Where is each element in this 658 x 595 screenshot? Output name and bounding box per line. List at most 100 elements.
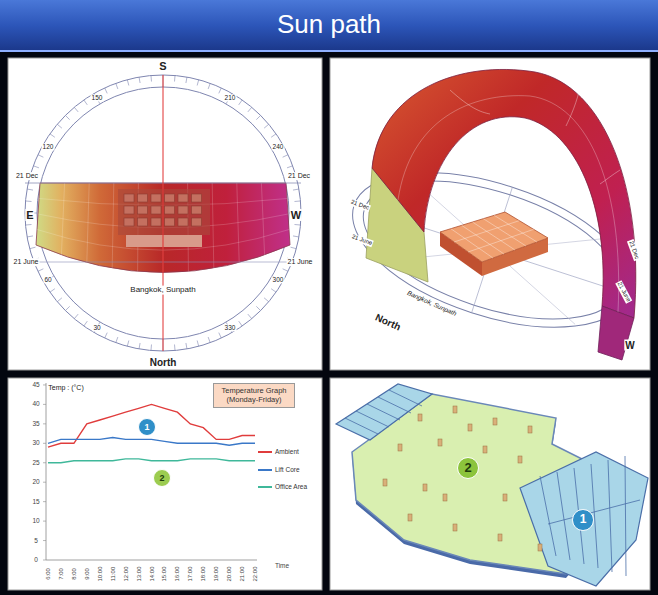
compass-tick — [50, 289, 55, 292]
column — [418, 414, 422, 421]
dome-grid — [600, 170, 620, 184]
sunpath-dome — [372, 69, 636, 318]
compass-tick — [84, 100, 87, 105]
room-block — [151, 206, 161, 214]
room-block — [192, 194, 202, 202]
column — [453, 406, 457, 413]
room-block — [151, 194, 161, 202]
compass-tick — [150, 344, 152, 350]
axis-ticks — [43, 385, 46, 560]
series-line — [48, 404, 255, 447]
partition-wall — [378, 397, 411, 413]
axis-label: 5 — [34, 537, 38, 544]
column — [438, 439, 442, 446]
axis-label: 20 — [32, 479, 39, 486]
column — [453, 524, 457, 531]
axis-tick — [43, 384, 46, 385]
compass-tick — [26, 200, 32, 202]
legend-line — [258, 486, 272, 488]
compass-tick — [26, 224, 32, 226]
room-block — [138, 194, 148, 202]
x-axis — [46, 560, 257, 561]
column — [423, 484, 427, 491]
axis-label: 25 — [32, 459, 39, 466]
diagram-label: S — [158, 60, 167, 72]
diagram-label: 30 — [92, 324, 101, 331]
diagram-label: 150 — [91, 94, 104, 101]
partitions — [345, 390, 640, 576]
compass-tick — [116, 337, 118, 343]
axis-label: 6:00 — [45, 568, 52, 580]
sunpath-plan — [25, 75, 301, 351]
diagram-label: W — [290, 209, 302, 221]
column — [503, 494, 507, 501]
compass-ticks — [25, 75, 301, 351]
box-text: Temperature Graph (Monday-Friday) — [217, 387, 291, 404]
partition-wall — [389, 390, 422, 406]
column — [538, 544, 542, 551]
axis-label: 15 — [32, 498, 39, 505]
axis-label: 16:00 — [174, 566, 181, 581]
wing-rooms — [520, 452, 648, 586]
axis-label: 10:00 — [96, 566, 103, 581]
series-line — [48, 438, 255, 446]
legend-text: Ambient — [275, 448, 299, 455]
compass-tick — [38, 155, 43, 158]
column — [518, 456, 522, 463]
legend-text: Office Area — [275, 483, 307, 490]
building-3d — [440, 212, 548, 262]
axis-label: 11:00 — [109, 567, 116, 582]
compass-tick — [65, 306, 69, 310]
callout-text: 2 — [159, 473, 164, 483]
compass-tick — [57, 124, 62, 128]
compass-tick — [264, 124, 269, 128]
compass-tick — [139, 343, 140, 349]
floor-plan — [336, 384, 648, 586]
room-block — [124, 194, 134, 202]
axis-label: 17:00 — [187, 566, 194, 581]
building-grid-line — [454, 221, 519, 242]
room-block — [165, 206, 175, 214]
axis-tick — [43, 501, 46, 502]
compass-tick — [219, 88, 222, 93]
axis-label: 13:00 — [135, 566, 142, 581]
compass-tick — [74, 314, 78, 319]
axis-tick — [43, 540, 46, 541]
compass-tick — [174, 76, 176, 82]
compass-tick — [127, 341, 129, 347]
axis-label: 12:00 — [122, 566, 129, 581]
diagram-label: 300 — [272, 276, 285, 283]
compass-tick — [139, 77, 140, 83]
compass-tick — [294, 224, 300, 226]
compass-tick — [219, 333, 222, 338]
axis-label: 14:00 — [148, 566, 155, 581]
header-band — [0, 0, 658, 52]
compass-tick — [27, 189, 33, 190]
wing-rooms — [336, 384, 432, 440]
building-grid-line — [473, 222, 516, 250]
diagram-label: E — [25, 209, 34, 221]
diagram-label: 60 — [43, 276, 52, 283]
axis-label: Time — [275, 562, 289, 569]
compass-tick — [271, 134, 276, 137]
room-block — [151, 218, 161, 226]
axis-tick — [43, 521, 46, 522]
dome-lobe — [598, 306, 634, 360]
y-axis — [46, 383, 47, 560]
column — [408, 514, 412, 521]
axis-title: Temp : (°C) — [48, 384, 83, 392]
axis-label: 30 — [32, 440, 39, 447]
room-block — [165, 218, 175, 226]
axis-label: 7:00 — [58, 568, 65, 580]
building-grid-line — [494, 215, 537, 242]
axis-tick — [43, 560, 46, 561]
column — [443, 494, 447, 501]
compass-tick — [283, 155, 288, 158]
data-series — [48, 404, 255, 462]
axis-label: 18:00 — [200, 566, 207, 581]
compass-tick — [50, 134, 55, 137]
dome-grid — [450, 90, 490, 114]
room-block — [138, 206, 148, 214]
partition-wall — [356, 411, 389, 427]
room-block — [138, 218, 148, 226]
